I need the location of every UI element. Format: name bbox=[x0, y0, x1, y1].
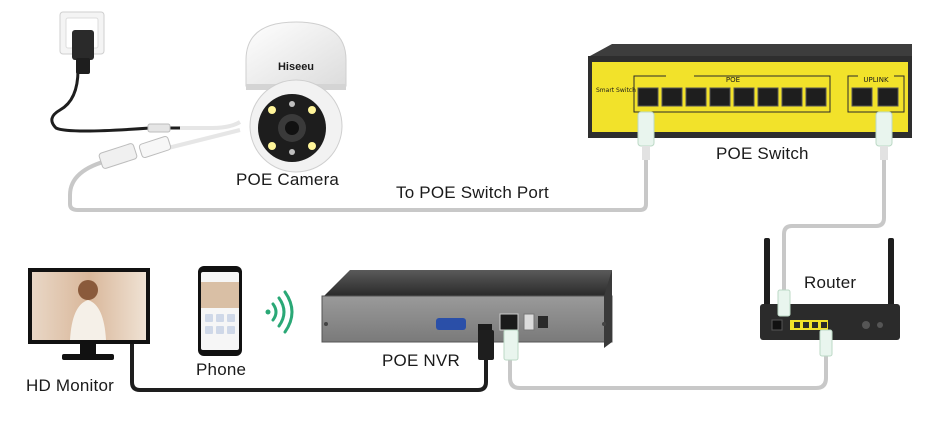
nvr-label: POE NVR bbox=[382, 351, 460, 370]
power-outlet-icon bbox=[59, 11, 105, 74]
switch-poe-port bbox=[805, 87, 827, 107]
camera-label: POE Camera bbox=[236, 170, 340, 189]
switch-port-note: To POE Switch Port bbox=[396, 183, 549, 202]
rj45-plug-icon bbox=[875, 111, 893, 160]
rj45-plug-icon bbox=[503, 329, 519, 361]
switch-poe-port bbox=[661, 87, 683, 107]
camera-pigtail-cable bbox=[159, 120, 242, 152]
ethernet-coupler-icon bbox=[98, 123, 172, 169]
switch-ports bbox=[637, 87, 899, 107]
phone bbox=[198, 266, 242, 356]
switch-poe-port bbox=[709, 87, 731, 107]
switch-poe-port bbox=[733, 87, 755, 107]
router-label: Router bbox=[804, 273, 857, 292]
switch-model-line: Smart Switch bbox=[596, 87, 636, 94]
monitor-label: HD Monitor bbox=[26, 376, 114, 395]
hdmi-plug-icon bbox=[478, 330, 494, 360]
switch-poe-port bbox=[685, 87, 707, 107]
router-to-nvr-cable bbox=[508, 340, 828, 390]
switch-poe-port bbox=[637, 87, 659, 107]
rj45-plug-icon bbox=[777, 289, 791, 317]
power-cable bbox=[50, 69, 180, 133]
camera-to-switch-cable bbox=[68, 158, 648, 212]
poe-camera bbox=[245, 21, 347, 173]
rj45-plug-icon bbox=[819, 329, 833, 357]
camera-brand: Hiseeu bbox=[278, 61, 314, 73]
wifi-signal-icon bbox=[265, 290, 294, 334]
nvr-to-monitor-cable bbox=[130, 336, 488, 392]
switch-poe-port bbox=[757, 87, 779, 107]
poe-nvr bbox=[321, 270, 613, 348]
switch-uplink-port bbox=[877, 87, 899, 107]
switch-poe-label: POE bbox=[726, 76, 740, 84]
switch-to-router-cable bbox=[782, 160, 886, 300]
router bbox=[760, 238, 900, 340]
switch-uplink-port bbox=[851, 87, 873, 107]
hd-monitor bbox=[28, 268, 150, 360]
switch-label: POE Switch bbox=[716, 144, 809, 163]
rj45-plug-icon bbox=[637, 111, 655, 160]
phone-label: Phone bbox=[196, 360, 247, 379]
switch-poe-port bbox=[781, 87, 803, 107]
switch-uplink-label: UPLINK bbox=[863, 76, 889, 84]
